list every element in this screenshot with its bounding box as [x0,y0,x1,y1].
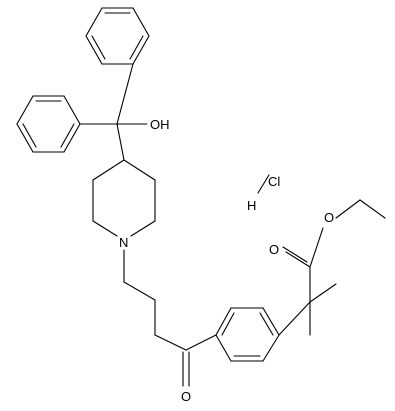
piperidine-ring [92,159,156,237]
carbinol-bonds [79,63,148,161]
butanone-linker [123,249,217,387]
ketone-oxygen-label: O [181,389,191,404]
ester-ether-oxygen-label: O [324,210,334,225]
hydrogen-label: H [247,198,256,213]
left-phenyl-ring [16,95,81,153]
ester-side-chain [278,199,386,336]
top-phenyl-ring [85,7,150,65]
ester-carbonyl-oxygen-label: O [269,242,279,257]
hcl-bond [257,174,270,194]
chlorine-label: Cl [268,174,280,189]
benzene-ring [215,307,280,362]
piperidine-nitrogen-label: N [119,235,128,250]
hydroxyl-label: OH [150,117,170,132]
